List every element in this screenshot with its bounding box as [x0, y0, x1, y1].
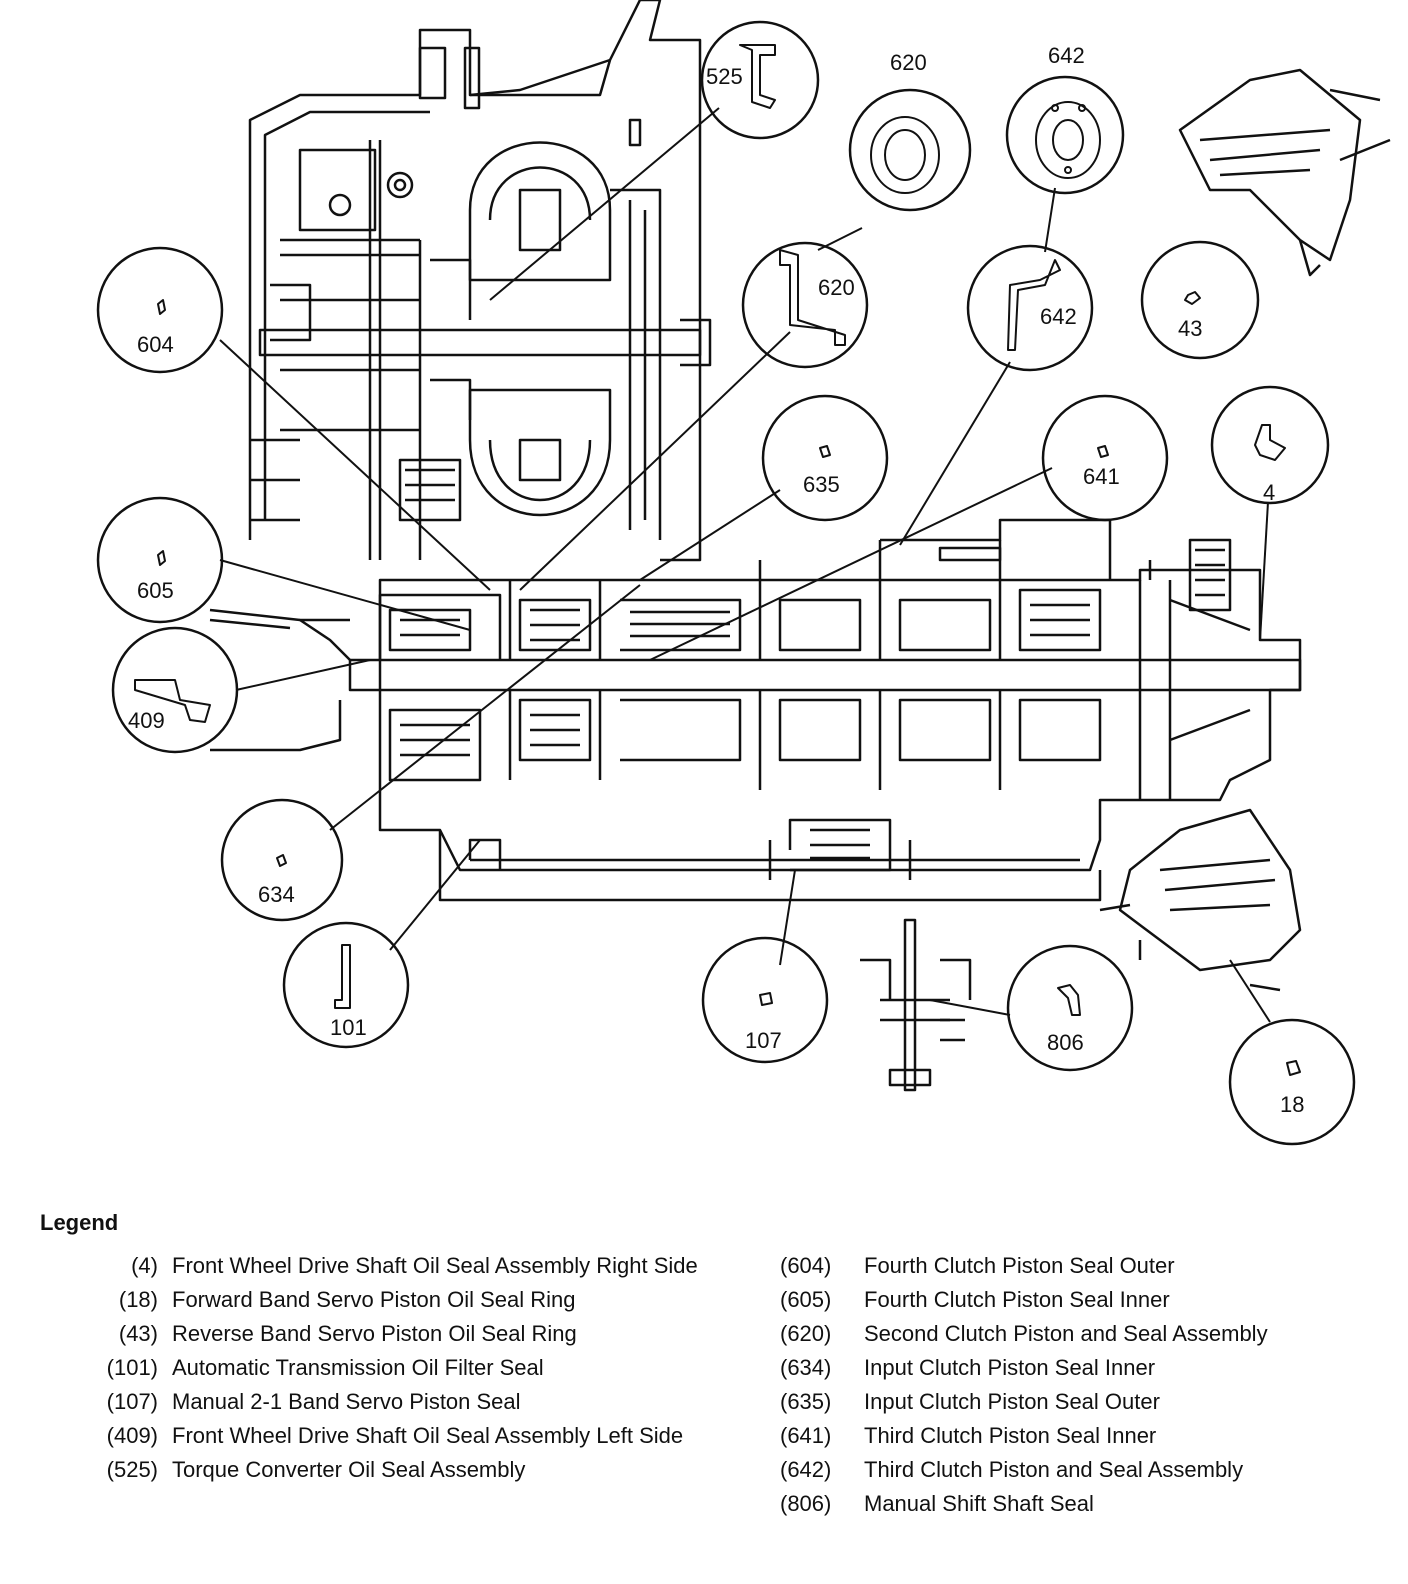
legend-item: (620) Second Clutch Piston and Seal Assem… [780, 1320, 1390, 1348]
legend-description: Reverse Band Servo Piston Oil Seal Ring [172, 1321, 577, 1346]
top-label-642: 642 [1048, 43, 1085, 68]
legend-item: (43) Reverse Band Servo Piston Oil Seal R… [74, 1320, 750, 1348]
legend-item: (642) Third Clutch Piston and Seal Assemb… [780, 1456, 1390, 1484]
legend-number: (642) [780, 1457, 832, 1482]
legend-item: (634) Input Clutch Piston Seal Inner [780, 1354, 1390, 1382]
legend-description: Third Clutch Piston Seal Inner [864, 1423, 1157, 1448]
legend-number: (605) [780, 1287, 832, 1312]
legend-item: (635) Input Clutch Piston Seal Outer [780, 1388, 1390, 1416]
legend-number: (409) [106, 1423, 158, 1448]
legend-number: (634) [780, 1355, 832, 1380]
legend-item: (18) Forward Band Servo Piston Oil Seal R… [74, 1286, 750, 1314]
legend-number: (604) [780, 1253, 832, 1278]
callout-806: 806 [1047, 1030, 1084, 1055]
legend-item: (641) Third Clutch Piston Seal Inner [780, 1422, 1390, 1450]
legend-number: (18) [118, 1287, 158, 1312]
callout-43: 43 [1178, 316, 1202, 341]
legend-description: Front Wheel Drive Shaft Oil Seal Assembl… [172, 1423, 684, 1448]
legend-item: (107) Manual 2-1 Band Servo Piston Seal [74, 1388, 750, 1416]
legend-item: (525) Torque Converter Oil Seal Assembly [74, 1456, 750, 1484]
callout-604: 604 [137, 332, 174, 357]
callout-642: 642 [1040, 304, 1077, 329]
legend-description: Input Clutch Piston Seal Outer [864, 1389, 1160, 1414]
seal-605-icon [157, 550, 166, 566]
callout-4: 4 [1263, 480, 1275, 505]
callout-101: 101 [330, 1015, 367, 1040]
callout-605: 605 [137, 578, 174, 603]
seal-107-icon [759, 992, 773, 1006]
leader-lines [219, 107, 1271, 1023]
legend-number: (43) [118, 1321, 158, 1346]
top-label-620: 620 [890, 50, 927, 75]
seal-409-icon [134, 679, 211, 723]
legend-column-right: (604) Fourth Clutch Piston Seal Outer (60… [750, 1252, 1390, 1524]
legend-description: Fourth Clutch Piston Seal Outer [864, 1253, 1175, 1278]
legend-number: (635) [780, 1389, 832, 1414]
legend-title: Legend [40, 1210, 119, 1235]
legend-item: (409) Front Wheel Drive Shaft Oil Seal As… [74, 1422, 750, 1450]
legend-number: (525) [106, 1457, 158, 1482]
legend-column-left: (4) Front Wheel Drive Shaft Oil Seal Asse… [40, 1252, 750, 1524]
seal-642-icon [1035, 101, 1101, 179]
seal-620-icon [870, 116, 940, 194]
legend-description: Forward Band Servo Piston Oil Seal Ring [172, 1287, 576, 1312]
legend-item: (806) Manual Shift Shaft Seal [780, 1490, 1390, 1518]
seal-525-icon [739, 44, 776, 109]
legend-description: Automatic Transmission Oil Filter Seal [172, 1355, 544, 1380]
legend-description: Input Clutch Piston Seal Inner [864, 1355, 1156, 1380]
seal-101-icon [334, 944, 351, 1009]
seal-642-profile-icon [1007, 259, 1061, 351]
callout-635: 635 [803, 472, 840, 497]
legend-description: Manual 2-1 Band Servo Piston Seal [172, 1389, 521, 1414]
legend-description: Fourth Clutch Piston Seal Inner [864, 1287, 1170, 1312]
seal-806-icon [1057, 984, 1081, 1016]
callout-634: 634 [258, 882, 295, 907]
gear-train [209, 518, 1302, 902]
manual-shift-shaft-detail [860, 918, 972, 1092]
seal-634-icon [276, 854, 287, 867]
legend-description: Third Clutch Piston and Seal Assembly [864, 1457, 1244, 1482]
callout-409: 409 [128, 708, 165, 733]
legend-item: (4) Front Wheel Drive Shaft Oil Seal Asse… [74, 1252, 750, 1280]
legend-item: (101) Automatic Transmission Oil Filter S… [74, 1354, 750, 1382]
callout-641: 641 [1083, 464, 1120, 489]
legend-description: Front Wheel Drive Shaft Oil Seal Assembl… [172, 1253, 698, 1278]
callout-107: 107 [745, 1028, 782, 1053]
callout-620: 620 [818, 275, 855, 300]
seal-18-icon [1286, 1060, 1301, 1076]
legend-description: Second Clutch Piston and Seal Assembly [864, 1321, 1268, 1346]
forward-servo-detail [1099, 808, 1302, 992]
transmission-seal-diagram: 620 642 525 620 642 43 604 635 641 4 605… [96, 0, 1391, 1146]
legend-item: (605) Fourth Clutch Piston Seal Inner [780, 1286, 1390, 1314]
legend-number: (4) [131, 1253, 158, 1278]
callout-18: 18 [1280, 1092, 1304, 1117]
seal-symbols [134, 44, 1301, 1076]
legend-number: (107) [106, 1389, 158, 1414]
seal-604-icon [157, 299, 166, 315]
callout-525: 525 [706, 64, 743, 89]
seal-43-icon [1184, 291, 1201, 305]
legend-item: (604) Fourth Clutch Piston Seal Outer [780, 1252, 1390, 1280]
reverse-servo-detail [1178, 68, 1391, 277]
legend-number: (641) [780, 1423, 832, 1448]
seal-620-profile-icon [779, 249, 846, 346]
transmission-case [248, 0, 712, 562]
legend-number: (101) [106, 1355, 158, 1380]
legend-description: Torque Converter Oil Seal Assembly [172, 1457, 526, 1482]
seal-635-icon [819, 445, 831, 458]
legend: Legend (4) Front Wheel Drive Shaft Oil Se… [40, 1210, 1390, 1524]
legend-description: Manual Shift Shaft Seal [864, 1491, 1094, 1516]
seal-641-icon [1097, 445, 1109, 458]
callout-circles [96, 20, 1356, 1146]
legend-number: (806) [780, 1491, 832, 1516]
seal-4-icon [1254, 424, 1286, 461]
legend-number: (620) [780, 1321, 832, 1346]
